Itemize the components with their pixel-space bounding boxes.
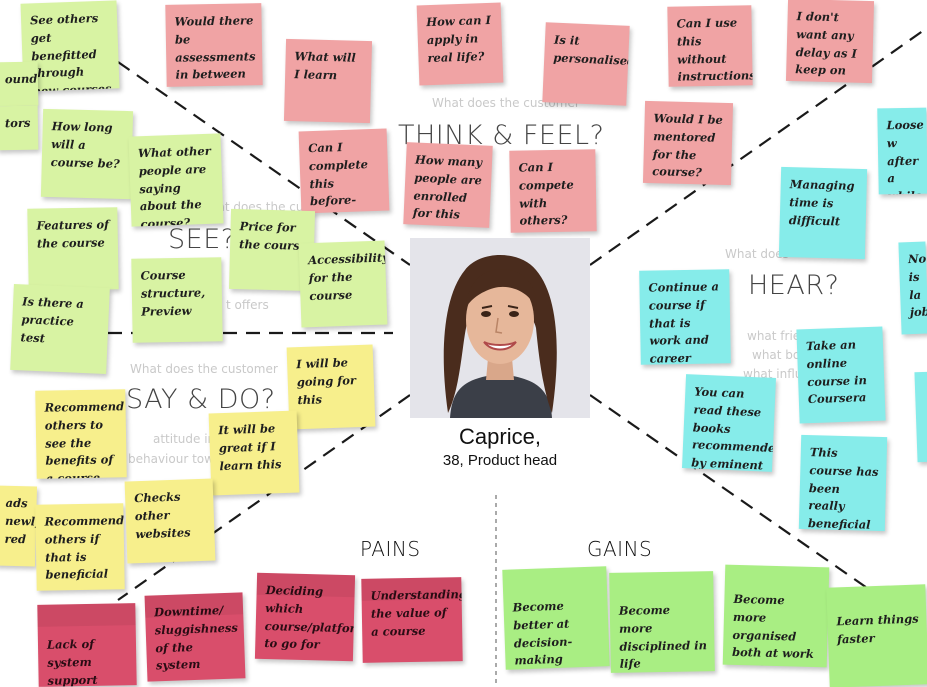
sticky-note-think-feel[interactable]: Can I complete this before-hand xyxy=(298,128,390,214)
divider-upper-right xyxy=(589,27,927,266)
sticky-note-hear[interactable]: Continue a course if that is work and ca… xyxy=(639,269,731,365)
sticky-note-think-feel[interactable]: Would I be mentored for the course? xyxy=(642,100,734,186)
sticky-note-pain[interactable]: Lack of system support xyxy=(37,603,137,687)
faint-prompt: t offers xyxy=(226,298,269,312)
sticky-note-see[interactable]: tors xyxy=(0,105,39,151)
sticky-note-think-feel[interactable]: Can I compete with others? xyxy=(509,149,597,233)
sticky-note-gain[interactable]: Become better at decision-making xyxy=(502,566,610,670)
heading-see: SEE? xyxy=(168,224,236,255)
sticky-note-gain[interactable]: Become more organised both at work and l… xyxy=(722,564,830,668)
sticky-note-think-feel[interactable]: How many people are enrolled for this xyxy=(403,142,493,228)
sticky-note-see[interactable]: How long will a course be? xyxy=(40,108,134,200)
divider-lower-left xyxy=(117,394,411,601)
sticky-note-think-feel[interactable]: How can I apply in real life? xyxy=(416,2,504,86)
sticky-note-think-feel[interactable]: What will I learn xyxy=(283,38,373,124)
sticky-note-hear-edge[interactable] xyxy=(914,371,927,463)
heading-pains: PAINS xyxy=(360,537,421,561)
sticky-note-see[interactable]: Features of the course xyxy=(27,207,119,291)
heading-hear: HEAR? xyxy=(748,270,840,301)
persona-name: Caprice, xyxy=(459,424,541,449)
sticky-note-say-do[interactable]: I will be going for this xyxy=(286,344,376,430)
faint-prompt: what frien xyxy=(747,329,808,343)
sticky-note-pain[interactable]: Deciding which course/platform to go for xyxy=(254,572,356,662)
persona-photo xyxy=(410,238,590,418)
sticky-note-think-feel[interactable]: Would there be assessments in between xyxy=(165,3,263,87)
sticky-note-think-feel[interactable]: Can I use this without instructions xyxy=(667,5,753,87)
persona-subtitle: 38, Product head xyxy=(442,452,558,469)
heading-gains: GAINS xyxy=(587,537,653,561)
sticky-note-pain[interactable]: Downtime/ sluggishness of the system xyxy=(144,592,246,682)
sticky-note-say-do[interactable]: ads newly red xyxy=(0,485,38,567)
sticky-note-say-do[interactable]: Recommend others to see the benefits of … xyxy=(35,389,127,479)
divider-lower-right xyxy=(589,394,871,591)
divider-upper-left xyxy=(117,61,411,266)
sticky-note-pain[interactable]: Understanding the value of a course xyxy=(361,577,463,663)
sticky-note-gain[interactable]: Learn things faster xyxy=(826,584,927,687)
sticky-note-see[interactable]: Course structure, Preview xyxy=(131,257,223,343)
sticky-note-say-do[interactable]: It will be great if I learn this xyxy=(208,410,300,496)
sticky-note-hear[interactable]: You can read these books recommended by … xyxy=(681,374,777,472)
sticky-note-hear[interactable]: Not is la job xyxy=(898,241,927,335)
sticky-note-think-feel[interactable]: Is it personalised? xyxy=(542,22,630,106)
sticky-note-see[interactable]: What other people are saying about the c… xyxy=(128,133,224,227)
sticky-note-gain[interactable]: Become more disciplined in life xyxy=(609,571,715,673)
sticky-note-say-do[interactable]: Recommend others if that is beneficial xyxy=(35,503,125,591)
sticky-note-see[interactable]: Accessibility for the course xyxy=(298,240,388,328)
heading-say-do: SAY & DO? xyxy=(126,384,276,415)
faint-prompt: behaviour tow xyxy=(128,452,214,466)
sticky-note-say-do[interactable]: Checks other websites xyxy=(124,478,216,564)
sticky-note-see[interactable]: ound xyxy=(0,61,39,107)
sticky-note-hear[interactable]: This course has been really beneficial xyxy=(798,434,888,532)
sticky-note-hear[interactable]: Loose w after a while xyxy=(877,107,927,195)
sticky-note-hear[interactable]: Take an online course in Coursera xyxy=(796,326,886,424)
persona-portrait-illustration xyxy=(410,238,590,418)
faint-prompt: what bo xyxy=(752,348,801,362)
faint-prompt: What does the customer xyxy=(130,362,278,376)
faint-prompt: attitude in xyxy=(153,432,216,446)
sticky-note-hear[interactable]: Managing time is difficult xyxy=(778,166,868,260)
sticky-note-see[interactable]: Is there a practice test xyxy=(10,283,110,375)
faint-prompt: What does xyxy=(725,247,789,261)
sticky-note-think-feel[interactable]: I don't want any delay as I keep on lear… xyxy=(785,0,875,84)
